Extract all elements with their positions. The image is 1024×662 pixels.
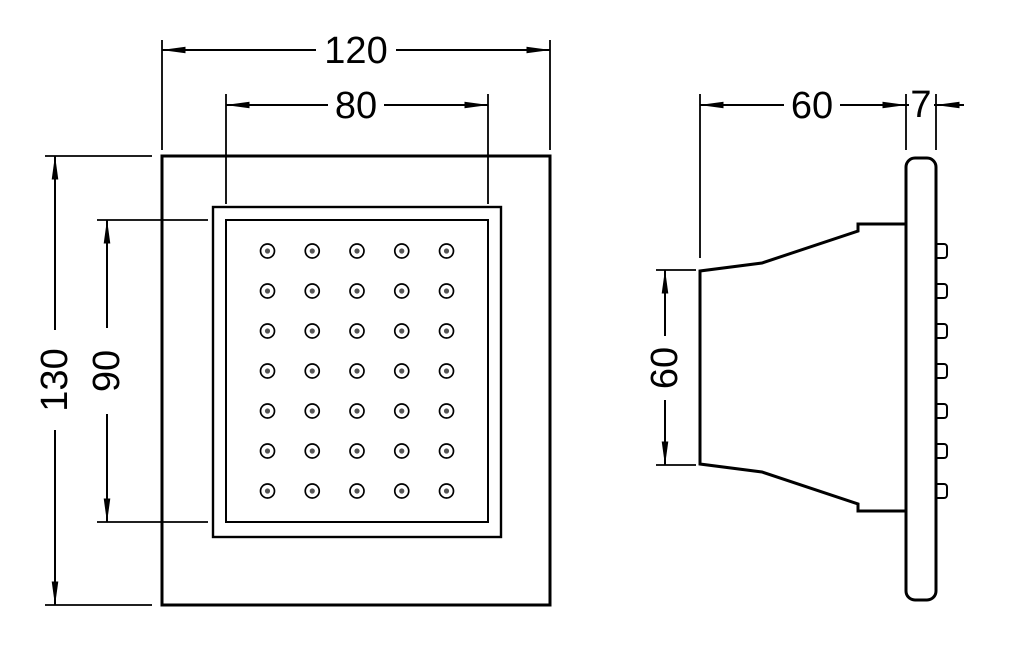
nozzle-center (443, 368, 450, 374)
nozzle-center (309, 328, 315, 334)
dimensions: 120 80 130 90 60 7 6 (34, 28, 964, 606)
nozzle-center (309, 248, 315, 254)
nozzle-center (354, 488, 360, 494)
nozzle-center (399, 488, 405, 494)
nozzle-center (264, 328, 271, 334)
dim-side-depth: 60 (791, 85, 833, 127)
label-mask (316, 28, 396, 70)
nozzle-center (443, 328, 450, 334)
nozzle-center (399, 288, 405, 294)
nozzle-center (399, 248, 405, 254)
nozzle-center (354, 248, 360, 254)
label-mask (644, 336, 686, 400)
dim-side-body-height: 60 (644, 347, 686, 389)
nozzle-grid (259, 243, 455, 499)
dim-front-width-inner: 80 (335, 85, 377, 127)
nozzle-center (309, 288, 315, 294)
nozzle-center (443, 408, 450, 414)
dim-front-height-outer: 130 (34, 348, 76, 411)
nozzle-center (354, 288, 360, 294)
nozzle-center (354, 328, 360, 334)
side-body-profile (698, 222, 908, 513)
nozzle-center (354, 448, 360, 454)
nozzle-center (264, 288, 271, 294)
dim-front-height-inner: 90 (86, 350, 128, 392)
nozzle-center (309, 408, 315, 414)
nozzle-center (264, 408, 271, 414)
side-view (698, 156, 948, 602)
label-mask (86, 328, 128, 414)
nozzle-center (309, 448, 315, 454)
dim-side-plate-thickness: 7 (910, 84, 931, 126)
nozzle-center (399, 448, 405, 454)
nozzle-center (443, 488, 450, 494)
front-view (160, 154, 552, 607)
nozzle-center (399, 328, 405, 334)
nozzle-center (443, 248, 450, 254)
dim-front-width-outer: 120 (324, 30, 387, 72)
nozzle-center (264, 448, 271, 454)
nozzle-center (354, 408, 360, 414)
nozzle-center (399, 368, 405, 374)
nozzle-center (309, 488, 315, 494)
label-mask (328, 84, 384, 126)
nozzle-center (264, 368, 271, 374)
label-mask (909, 86, 934, 124)
label-mask (34, 330, 76, 430)
nozzle-center (399, 408, 405, 414)
nozzle-center (264, 488, 271, 494)
nozzle-center (443, 448, 450, 454)
label-mask (784, 84, 840, 126)
nozzle-center (309, 368, 315, 374)
side-face-plate (904, 156, 938, 602)
nozzle-center (354, 368, 360, 374)
nozzle-center (264, 248, 271, 254)
nozzle-center (443, 288, 450, 294)
